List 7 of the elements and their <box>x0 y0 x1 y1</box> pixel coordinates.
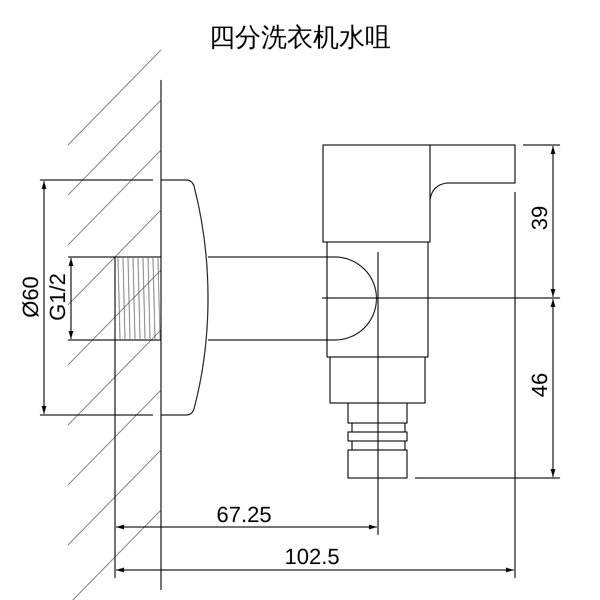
dimension-label: 102.5 <box>284 546 340 568</box>
dimension-label: Ø60 <box>20 276 42 318</box>
dimension-label: G1/2 <box>46 273 69 321</box>
title: 四分洗衣机水咀 <box>208 22 392 55</box>
dimension-label: 46 <box>529 372 552 398</box>
dimension-label: 39 <box>529 206 552 230</box>
dimension-label: 67.25 <box>216 504 272 526</box>
